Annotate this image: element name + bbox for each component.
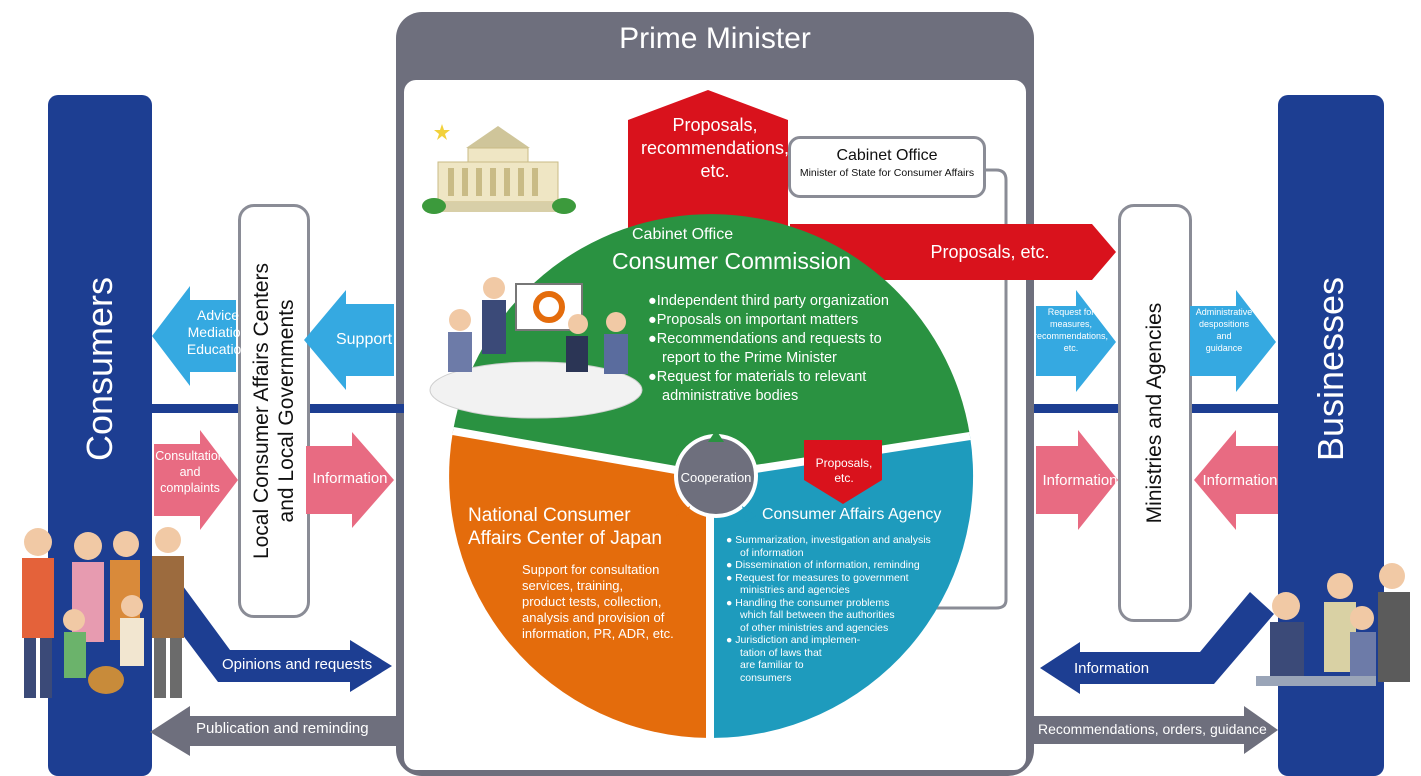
proposals-top-arrow: [628, 90, 788, 236]
caa-point: tation of laws that: [740, 646, 822, 659]
caa-sector: [710, 436, 974, 739]
ncac-desc-line: Support for consultation: [522, 562, 660, 577]
proposals-top-line1: Proposals,: [672, 115, 758, 135]
meeting-illustration: [429, 277, 643, 419]
publication-arrow: [150, 706, 396, 756]
opinions-arrow: [164, 582, 392, 692]
caa-point: ● Handling the consumer problems: [726, 596, 890, 609]
proposals-right-label: Proposals, etc.: [930, 242, 1050, 262]
caa-point: ministries and agencies: [740, 584, 850, 596]
prime-minister-title: Prime Minister: [619, 22, 811, 55]
consumers-family-illustration: [22, 527, 184, 698]
ncac-desc-line: product tests, collection,: [522, 594, 662, 609]
request-line2: measures,: [1049, 319, 1093, 329]
proposals-small-line1: Proposals,: [815, 456, 873, 470]
admin-line3: and: [1216, 331, 1232, 341]
commission-org: Cabinet Office: [632, 226, 734, 243]
information-bottom-label: Information: [1074, 660, 1150, 677]
commission-points: ●Independent third party organization ●P…: [648, 292, 889, 406]
consultation-line: Consultation: [155, 449, 225, 463]
commission-point: ●Request for materials to relevant: [648, 369, 867, 385]
caa-point: of information: [740, 546, 804, 559]
publication-label: Publication and reminding: [196, 720, 369, 737]
request-measures-arrow: [1036, 290, 1116, 392]
cabinet-office-box: Cabinet Office Minister of State for Con…: [788, 136, 986, 198]
advice-label: Advice Mediation Education: [178, 307, 258, 358]
caa-point: of other ministries and agencies: [740, 621, 889, 634]
admin-dispositions-arrow: [1190, 290, 1276, 392]
caa-point: consumers: [740, 671, 792, 684]
businesses-illustration: [1256, 563, 1410, 686]
proposals-small-label: Proposals, etc.: [806, 456, 882, 486]
opinions-label: Opinions and requests: [222, 656, 373, 673]
admin-dispositions-label: Administrative despositions and guidance: [1190, 306, 1258, 354]
support-arrow: [304, 290, 394, 390]
request-measures-label: Request for measures, recommendations, e…: [1030, 306, 1112, 354]
commission-name: Consumer Commission: [612, 248, 852, 274]
proposals-small-line2: etc.: [834, 471, 854, 485]
request-line4: etc.: [1063, 343, 1079, 353]
commission-point: ●Recommendations and requests to: [648, 331, 882, 347]
commission-point: report to the Prime Minister: [662, 350, 837, 366]
recommendations-arrow: [1034, 706, 1278, 754]
information-ministries-label: Information: [1042, 472, 1118, 489]
ncac-desc-line: analysis and provision of: [522, 610, 665, 625]
consultation-label: Consultation and complaints: [152, 448, 228, 496]
caa-point: ● Jurisdiction and implemen-: [726, 634, 861, 646]
caa-point: which fall between the authorities: [740, 609, 895, 621]
admin-line4: guidance: [1205, 343, 1243, 353]
information-bottom-arrow: [1040, 592, 1274, 694]
proposals-top-line2: recommendations,: [640, 138, 790, 158]
caa-point: ● Dissemination of information, remindin…: [726, 559, 920, 571]
ncac-desc-line: information, PR, ADR, etc.: [522, 626, 674, 641]
ncac-sector: [449, 431, 710, 738]
cabinet-bracket: [860, 168, 1008, 610]
complaints-line: complaints: [160, 481, 220, 495]
consultation-arrow: [154, 430, 238, 530]
proposals-top-line3: etc.: [700, 161, 730, 181]
ncac-name: National Consumer Affairs Center of Japa…: [468, 504, 662, 550]
cabinet-office-subtitle: Minister of State for Consumer Affairs: [799, 167, 975, 179]
admin-line1: Administrative: [1195, 307, 1253, 317]
proposals-right-arrow: [790, 224, 1116, 280]
advice-arrow: [152, 286, 236, 386]
ncac-name-line2: Affairs Center of Japan: [468, 528, 662, 549]
admin-line2: despositions: [1198, 319, 1250, 329]
and-line: and: [179, 465, 201, 479]
cooperation-label: Cooperation: [680, 470, 752, 485]
caa-point: are familiar to: [740, 659, 804, 671]
proposals-top-label: Proposals, recommendations, etc.: [640, 114, 790, 183]
information-ministries-arrow: [1036, 430, 1118, 530]
information-local-label: Information: [312, 470, 388, 487]
request-line3: recommendations,: [1033, 331, 1109, 341]
mediation-line: Mediation: [187, 324, 249, 340]
caa-point: ● Request for measures to government: [726, 571, 909, 584]
education-line: Education: [186, 341, 250, 357]
caa-name: Consumer Affairs Agency: [762, 506, 942, 523]
ministries-box: Ministries and Agencies: [1118, 204, 1192, 622]
advice-line: Advice: [196, 307, 240, 323]
recommendations-label: Recommendations, orders, guidance: [1038, 721, 1267, 737]
diet-building-icon: [422, 124, 576, 214]
ncac-desc-line: services, training,: [522, 578, 624, 593]
caa-points: ● Summarization, investigation and analy…: [726, 534, 931, 684]
commission-point: ●Proposals on important matters: [648, 312, 859, 328]
local-centers-box: Local Consumer Affairs Centers and Local…: [238, 204, 310, 618]
caa-point: ● Summarization, investigation and analy…: [726, 534, 931, 546]
ncac-name-line1: National Consumer: [468, 505, 631, 526]
cabinet-office-title: Cabinet Office: [836, 147, 938, 164]
request-line1: Request for: [1047, 307, 1095, 317]
information-businesses-arrow: [1194, 430, 1278, 530]
information-local-arrow: [306, 432, 394, 528]
information-businesses-label: Information: [1202, 472, 1278, 489]
ncac-desc: Support for consultation services, train…: [522, 562, 674, 642]
commission-point: administrative bodies: [662, 388, 799, 404]
support-label: Support: [335, 331, 393, 348]
commission-point: ●Independent third party organization: [648, 293, 889, 309]
proposals-small-arrow: [804, 440, 882, 504]
